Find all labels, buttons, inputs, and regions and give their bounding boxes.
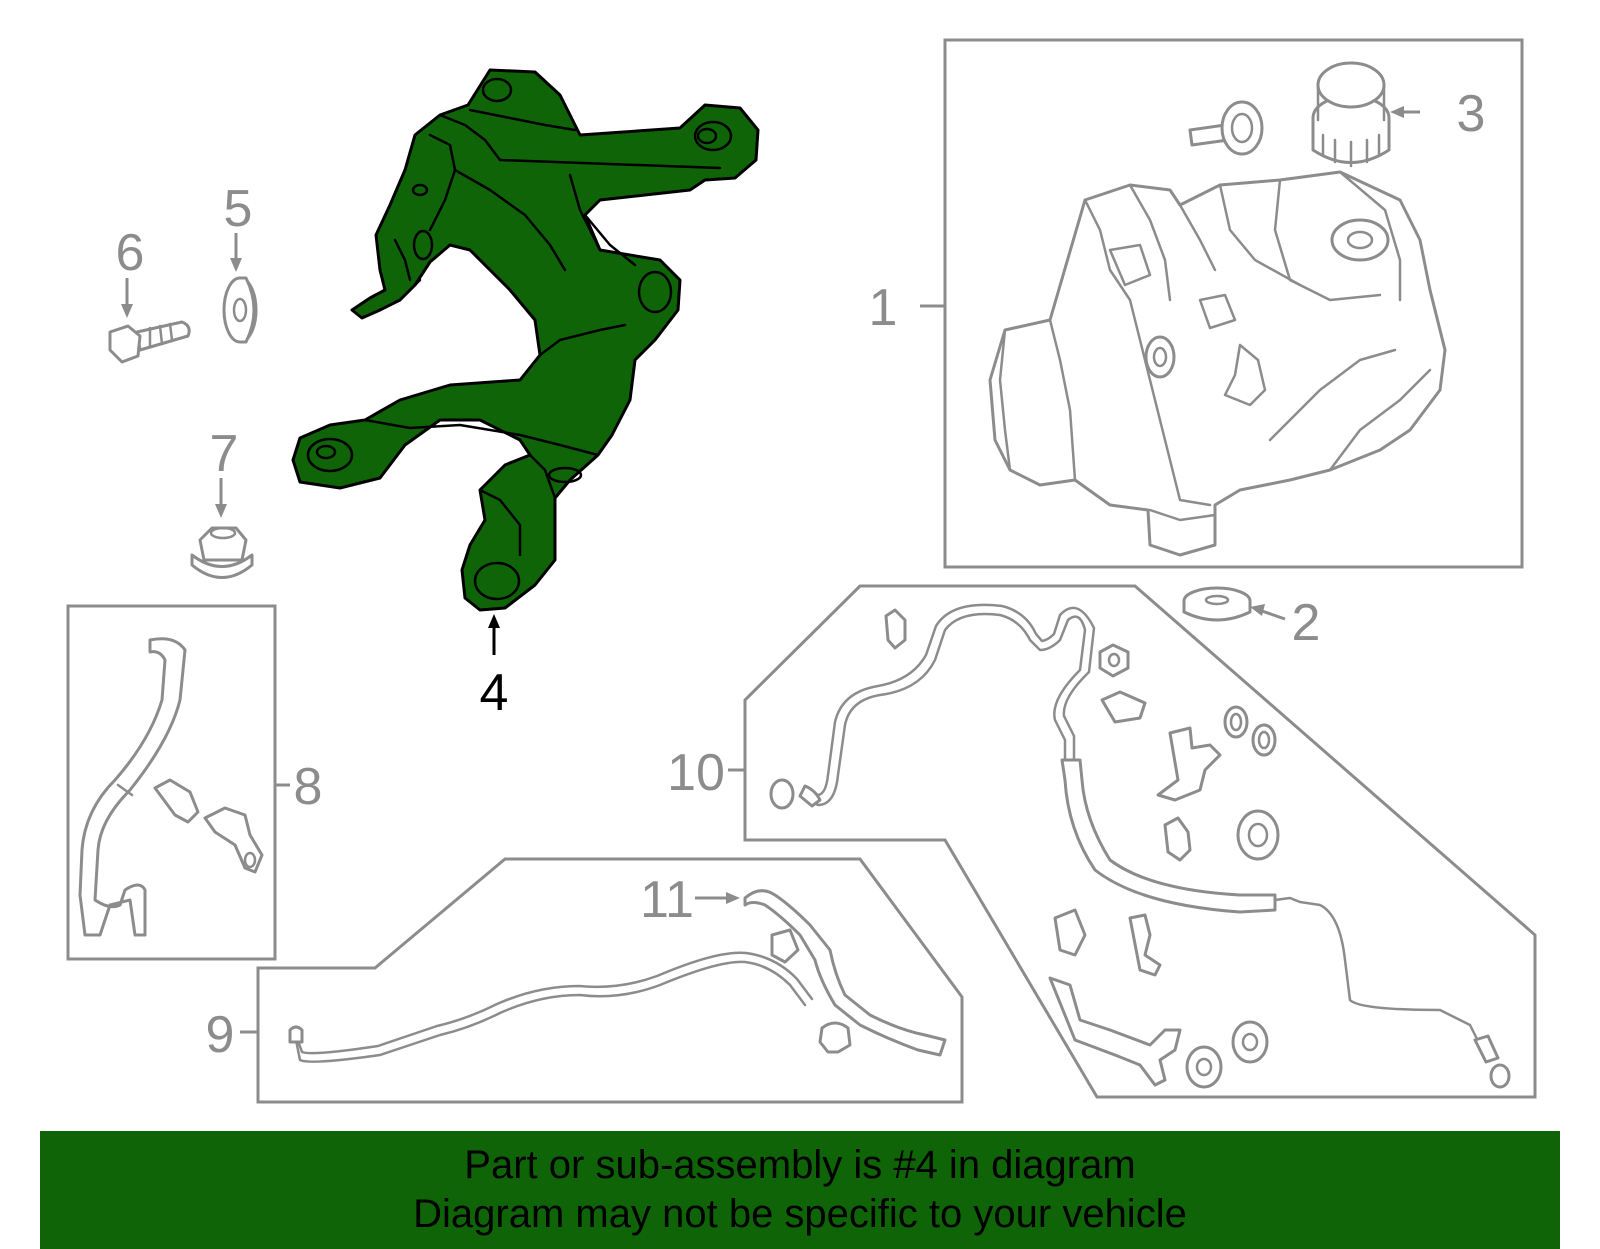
part-9-vacuum-line-box[interactable] xyxy=(256,857,964,1104)
part-6-bolt[interactable] xyxy=(108,320,191,364)
callout-1[interactable]: 1 xyxy=(869,279,898,337)
leader-lines xyxy=(121,106,1420,1034)
callout-6[interactable]: 6 xyxy=(116,224,145,282)
banner-line-part-number: Part or sub-assembly is #4 in diagram xyxy=(464,1143,1136,1187)
callout-8[interactable]: 8 xyxy=(294,758,323,816)
info-banner: Part or sub-assembly is #4 in diagram Di… xyxy=(40,1131,1560,1249)
callout-labels: 1 2 3 4 5 6 7 8 9 10 11 xyxy=(116,85,1486,1064)
callout-3[interactable]: 3 xyxy=(1457,85,1486,143)
part-4-bracket[interactable] xyxy=(291,68,760,612)
part-8-hose-box[interactable] xyxy=(66,604,277,961)
callout-9[interactable]: 9 xyxy=(206,1006,235,1064)
callout-2[interactable]: 2 xyxy=(1292,594,1321,652)
part-1-abs-unit-box[interactable] xyxy=(943,38,1524,569)
part-7-grommet[interactable] xyxy=(190,526,254,579)
part-5-washer[interactable] xyxy=(222,276,258,344)
callout-5[interactable]: 5 xyxy=(224,180,253,238)
callout-10[interactable]: 10 xyxy=(667,744,725,802)
banner-line-disclaimer: Diagram may not be specific to your vehi… xyxy=(413,1192,1187,1236)
callout-4[interactable]: 4 xyxy=(480,664,509,722)
part-10-tube-box[interactable] xyxy=(743,584,1537,1099)
callout-7[interactable]: 7 xyxy=(210,425,239,483)
callout-11[interactable]: 11 xyxy=(640,871,694,929)
part-2-washer[interactable] xyxy=(1182,586,1252,622)
